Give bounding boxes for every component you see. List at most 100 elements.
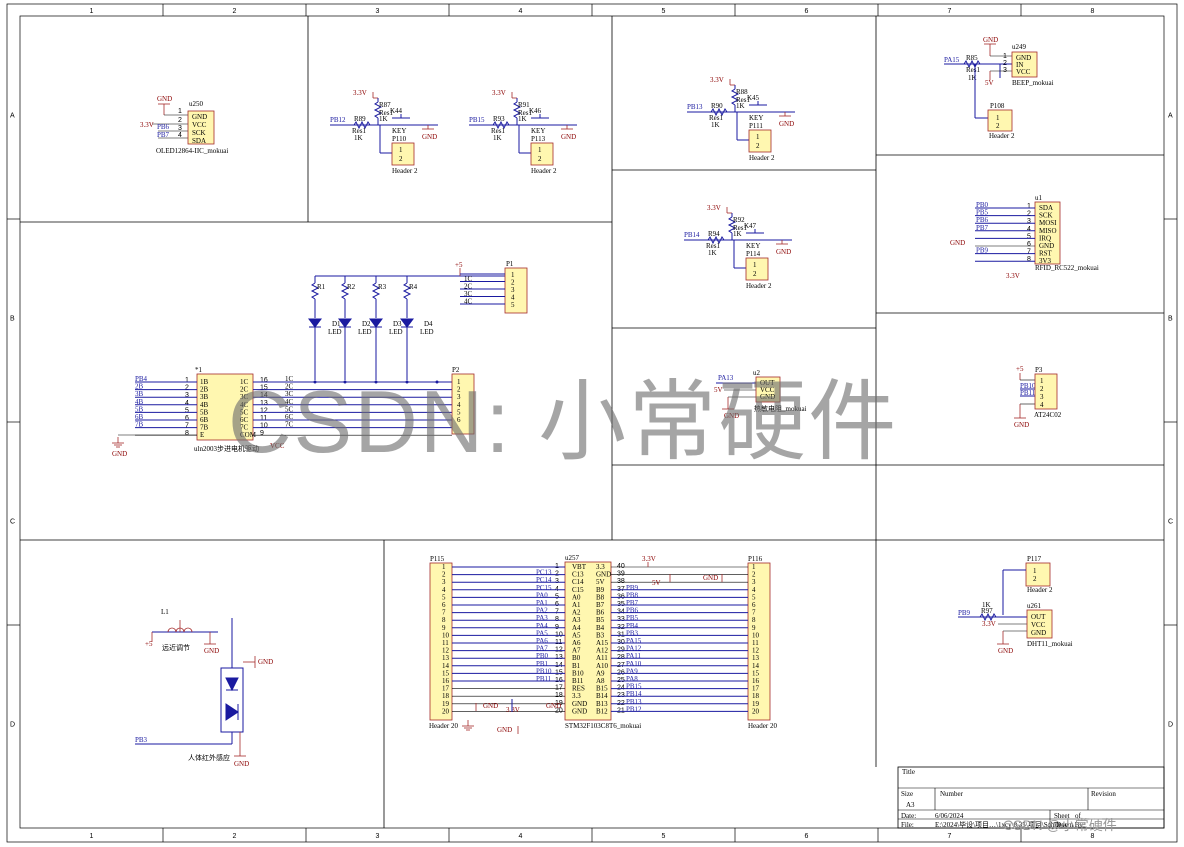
mcu-right-pin: A8 <box>596 677 605 685</box>
svg-text:Date:: Date: <box>901 812 916 820</box>
key-ref: K45 <box>747 94 760 102</box>
svg-text:u261: u261 <box>1027 602 1042 610</box>
r-top-val: 1K <box>518 115 527 123</box>
mcu-left-num: 17 <box>555 685 563 692</box>
header-pin: 9 <box>752 624 756 632</box>
svg-text:Title: Title <box>902 768 915 776</box>
r-series-val: 1K <box>493 134 502 142</box>
key-label: KEY <box>531 127 545 135</box>
svg-text:GND: GND <box>258 658 273 666</box>
header-pin: 19 <box>752 700 760 708</box>
svg-text:OUT: OUT <box>760 379 775 387</box>
header-ref: P113 <box>531 135 546 143</box>
mcu-left-net: PA0 <box>536 591 548 599</box>
svg-text:Drawn By:: Drawn By: <box>1054 821 1085 829</box>
mcu-left-net: PA2 <box>536 607 548 615</box>
rfid-pin: MISO <box>1039 227 1057 235</box>
mcu-right-pin: B9 <box>596 586 605 594</box>
mcu-left-net: PB10 <box>536 667 552 675</box>
uln-pin: 5C <box>240 408 249 416</box>
uln-pin-num: 3 <box>185 392 189 399</box>
rfid-pin-num: 8 <box>1027 256 1031 263</box>
oled-gnd-label: GND <box>157 95 172 103</box>
mcu-right-net: PB12 <box>626 705 642 713</box>
mcu-right-net: PB9 <box>626 584 639 592</box>
mcu-left-net: PA4 <box>536 622 548 630</box>
svg-text:GND: GND <box>760 393 775 401</box>
col-label: 5 <box>662 8 666 15</box>
svg-text:PB9: PB9 <box>958 609 971 617</box>
mcu-left-pin: C15 <box>572 586 584 594</box>
header-pin: 1 <box>442 563 446 571</box>
uln-net: 2B <box>135 383 144 391</box>
rfid-net: PB0 <box>976 201 989 209</box>
uln-pin-num: 13 <box>260 400 268 407</box>
header-pin: 8 <box>442 616 446 624</box>
key-ref: K46 <box>529 107 542 115</box>
svg-text:VCC: VCC <box>760 386 775 394</box>
col-label: 5 <box>662 833 666 840</box>
rfid-pin: IRQ <box>1039 234 1051 242</box>
svg-text:3: 3 <box>1003 67 1007 74</box>
header-pin: 15 <box>752 669 760 677</box>
pin: 1 <box>399 146 403 154</box>
svg-text:1: 1 <box>996 114 1000 122</box>
uln-pin-num: 9 <box>260 430 264 437</box>
uln-net: 5C <box>285 405 294 413</box>
r-series-val: 1K <box>711 121 720 129</box>
mcu-vcc: 3.3V <box>642 555 656 563</box>
svg-text:+5: +5 <box>1016 365 1024 373</box>
pin: 2 <box>399 155 403 163</box>
svg-text:3.3V: 3.3V <box>982 620 996 628</box>
svg-text:AT24C02: AT24C02 <box>1034 411 1062 419</box>
header-pin: 9 <box>442 624 446 632</box>
rfid-net: GND <box>950 239 965 247</box>
mcu-right-net: PA11 <box>626 652 642 660</box>
at24c02-header: +5 PB10 PB11 GND P3 1 2 3 4 AT24C02 <box>1014 365 1062 429</box>
mcu-left-pin: GND <box>572 700 587 708</box>
pin: 2 <box>756 142 760 150</box>
header-pin: 3 <box>752 578 756 586</box>
header-pin: 1 <box>752 563 756 571</box>
led-ref: D1 <box>332 320 341 328</box>
svg-text:GND: GND <box>983 36 998 44</box>
header-pin: 14 <box>442 662 450 670</box>
rfid-pin-num: 6 <box>1027 241 1031 248</box>
mcu-right-pin: GND <box>596 571 611 579</box>
mcu-left-net: PA7 <box>536 645 548 653</box>
header-pin: 5 <box>752 593 756 601</box>
uln-pin-num: 11 <box>260 415 267 422</box>
mcu-left-net: PC14 <box>536 576 552 584</box>
pin: 1 <box>753 261 757 269</box>
header-left: P115 <box>430 555 445 563</box>
r-top: R91 <box>518 101 530 109</box>
mcu-left-net: PB11 <box>536 675 552 683</box>
svg-text:R85: R85 <box>966 54 978 62</box>
uln-pin: 2C <box>240 386 249 394</box>
uln-net: 7B <box>135 421 144 429</box>
led-net: 3C <box>464 290 473 298</box>
svg-text:1: 1 <box>178 108 182 115</box>
svg-text:1K: 1K <box>968 74 977 82</box>
header-pin: 2 <box>752 571 756 579</box>
rfid-pin: SDA <box>1039 204 1053 212</box>
svg-text:GND: GND <box>1016 54 1031 62</box>
header-pin: 7 <box>442 609 446 617</box>
mcu-right-num: 38 <box>617 578 625 585</box>
svg-text:2: 2 <box>996 122 1000 130</box>
uln-pin-num: 1 <box>185 377 189 384</box>
r-series-val: Res1 <box>352 127 367 135</box>
vcc-label: 3.3V <box>710 76 724 84</box>
uln-net: 3B <box>135 390 144 398</box>
gnd-label: GND <box>776 248 791 256</box>
mcu-right-net: PB13 <box>626 698 642 706</box>
col-label: 4 <box>519 833 523 840</box>
svg-text:Res1: Res1 <box>966 66 981 74</box>
svg-text:BEEP_mokuai: BEEP_mokuai <box>1012 79 1054 87</box>
mcu-gnd: GND <box>703 574 718 582</box>
svg-text:u249: u249 <box>1012 43 1027 51</box>
header-pin: 7 <box>752 609 756 617</box>
